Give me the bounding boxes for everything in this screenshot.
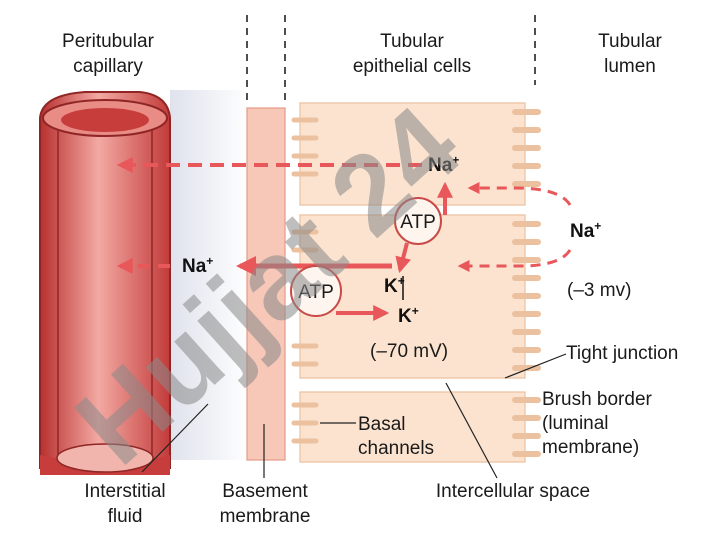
atp-pump-lower: ATP [290,265,342,317]
atp-upper-label: ATP [400,212,436,233]
basal-channels [291,117,319,444]
interstitial-label-line2: fluid [108,506,143,527]
brush-border [512,109,541,457]
na-ion-interstitial: Na+ [182,254,213,277]
k-ion-out: K+ [398,304,419,327]
k-ion-inside: K+ [384,274,405,297]
basement-label-line1: Basement [222,481,308,502]
atp-pump-upper: ATP [394,197,442,245]
na-ion-top: Na+ [428,153,459,176]
brush-border-label-line2: (luminal [542,413,609,434]
basal-label-line1: Basal [358,414,406,435]
lumen-label-line2: lumen [604,56,656,77]
epithelial-cells [299,102,526,463]
epithelial-label-line2: epithelial cells [353,56,471,77]
lumen-label-line1: Tubular [598,31,662,52]
tight-junction-label: Tight junction [566,343,678,364]
lumen-potential: (–3 mv) [567,280,631,301]
leader-lines [141,353,567,479]
na-ion-lumen: Na+ [570,219,601,242]
basement-label-line2: membrane [220,506,311,527]
compartment-dividers [246,15,536,100]
brush-border-label-line3: membrane) [542,437,639,458]
atp-lower-label: ATP [298,282,334,303]
basal-label-line2: channels [358,438,434,459]
peritubular-label-line1: Peritubular [62,31,155,52]
peritubular-label-line2: capillary [73,56,143,77]
peritubular-capillary [39,91,171,475]
epithelial-label-line1: Tubular [380,31,444,52]
brush-border-label-line1: Brush border [542,389,653,410]
intercellular-space-label: Intercellular space [436,481,590,502]
interstitial-label-line1: Interstitial [84,481,165,502]
cell-potential: (–70 mV) [370,341,448,362]
